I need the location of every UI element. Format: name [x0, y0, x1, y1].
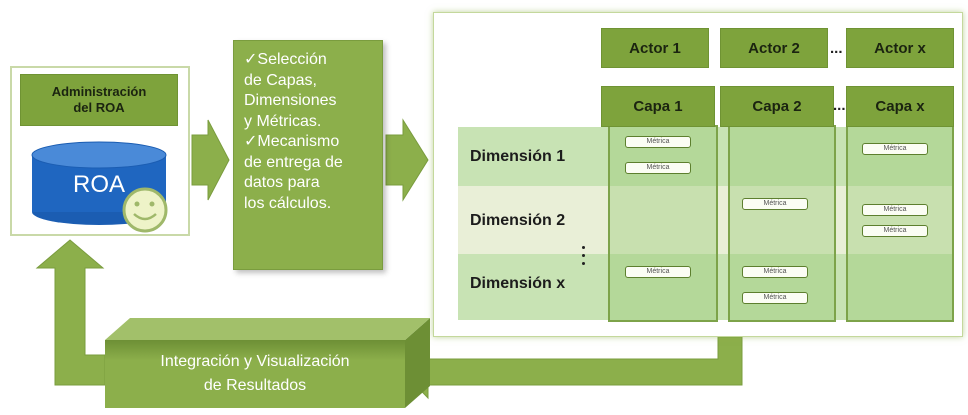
- actor-ellipsis: ...: [830, 40, 843, 57]
- metric-tag: Métrica: [862, 204, 928, 216]
- dimension-band-x: [458, 254, 953, 320]
- selection-line: de Capas,: [244, 71, 317, 89]
- db-top: [31, 141, 167, 169]
- metric-tag: Métrica: [625, 162, 691, 174]
- metric-tag: Métrica: [862, 225, 928, 237]
- arrow-up-path: [35, 239, 106, 386]
- dimension-1-label: Dimensión 1: [470, 148, 566, 165]
- selection-line: de entrega de: [244, 153, 343, 171]
- selection-line: ✓Selección: [244, 51, 327, 68]
- metric-tag: Métrica: [742, 292, 808, 304]
- metric-tag: Métrica: [625, 136, 691, 148]
- selection-box: ✓Selección de Capas, Dimensiones y Métri…: [233, 40, 383, 270]
- selection-line: datos para: [244, 174, 320, 191]
- capa-ellipsis: ...: [833, 97, 846, 114]
- dimension-band-1: [458, 127, 953, 186]
- integration-side-face: [405, 318, 430, 408]
- arrow-right-2: [385, 118, 429, 202]
- capa-1-box: Capa 1: [601, 86, 715, 127]
- selection-line: y Métricas.: [244, 112, 322, 130]
- metric-tag: Métrica: [625, 266, 691, 278]
- dimension-x-label: Dimensión x: [470, 275, 566, 292]
- dimension-2-label: Dimensión 2: [470, 212, 566, 229]
- metric-tag: Métrica: [742, 198, 808, 210]
- capa-column-2: [728, 125, 836, 322]
- capa-column-1: [608, 125, 718, 322]
- actor-x-box: Actor x: [846, 28, 954, 68]
- db-label: ROA: [72, 171, 125, 198]
- selection-line: los cálculos.: [244, 194, 332, 212]
- selection-line: ✓Mecanismo: [244, 133, 340, 150]
- selection-line: Dimensiones: [244, 92, 337, 109]
- dimension-band-2: [458, 186, 953, 254]
- admin-roa-title: Administración del ROA: [20, 74, 178, 126]
- capa-x-box: Capa x: [846, 86, 954, 127]
- smiley-icon: [122, 187, 168, 233]
- capa-2-box: Capa 2: [720, 86, 834, 127]
- vertical-ellipsis-dot: [582, 246, 585, 249]
- integration-box: Integración y Visualización de Resultado…: [105, 340, 405, 408]
- actor-1-box: Actor 1: [601, 28, 709, 68]
- metric-tag: Métrica: [742, 266, 808, 278]
- vertical-ellipsis-dot: [582, 254, 585, 257]
- arrow-right-1: [191, 119, 230, 201]
- integration-top-face: [105, 318, 430, 340]
- metric-tag: Métrica: [862, 143, 928, 155]
- vertical-ellipsis-dot: [582, 262, 585, 265]
- actor-2-box: Actor 2: [720, 28, 828, 68]
